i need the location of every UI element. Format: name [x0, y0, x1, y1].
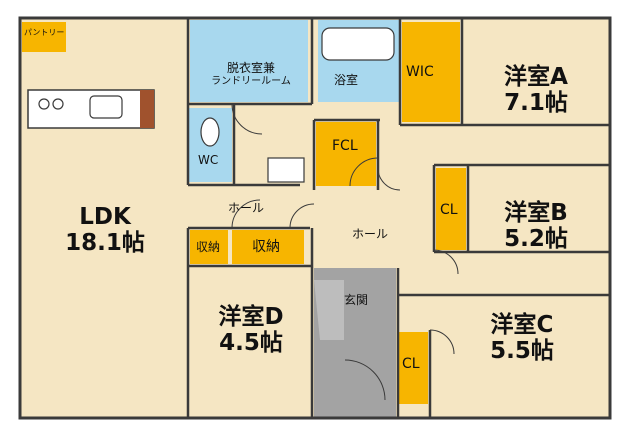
- kitchen-counter: [27, 89, 155, 129]
- room-d-name: 洋室D: [218, 304, 284, 330]
- hall-label-2: ホール: [352, 227, 389, 241]
- room-d-label: 洋室D 4.5帖: [196, 304, 306, 357]
- washbasin: [267, 157, 305, 183]
- door-swings: [231, 103, 459, 401]
- pantry-area: [22, 22, 66, 52]
- room-a-label: 洋室A 7.1帖: [476, 64, 596, 117]
- dressing-laundry-room: [190, 20, 308, 102]
- room-c-name: 洋室C: [490, 312, 554, 338]
- interior-walls: [186, 18, 610, 418]
- wic-area: [402, 22, 460, 122]
- room-c-size: 5.5帖: [490, 338, 554, 365]
- storage-area-2: [232, 230, 304, 264]
- exterior-wall: [18, 16, 612, 420]
- toilet: [200, 117, 220, 147]
- room-b-name: 洋室B: [504, 200, 568, 226]
- wc-label: WC: [198, 153, 219, 167]
- cl-b-label: CL: [440, 202, 458, 218]
- pantry-label: パントリー: [24, 28, 65, 37]
- storage-label-2: 収納: [252, 239, 280, 255]
- room-a-size: 7.1帖: [504, 90, 568, 117]
- fcl-area: [316, 122, 376, 186]
- cl-c-label: CL: [402, 356, 420, 372]
- ldk-name: LDK: [79, 204, 131, 230]
- room-c-label: 洋室C 5.5帖: [462, 312, 582, 365]
- bathtub: [321, 27, 395, 61]
- room-d-size: 4.5帖: [219, 330, 283, 357]
- dressing-label: 脱衣室兼 ランドリールーム: [196, 61, 306, 87]
- fcl-label: FCL: [332, 138, 358, 154]
- bath-label: 浴室: [334, 73, 359, 87]
- ldk-label: LDK 18.1帖: [30, 204, 180, 257]
- cl-c-area: [398, 332, 428, 404]
- kitchen-counter-end: [140, 90, 154, 128]
- hall-label-1: ホール: [228, 201, 265, 215]
- dressing-name: 脱衣室兼: [226, 61, 275, 75]
- room-b-label: 洋室B 5.2帖: [476, 200, 596, 253]
- storage-area-1: [190, 230, 228, 264]
- room-a-name: 洋室A: [504, 64, 568, 90]
- room-b-size: 5.2帖: [504, 226, 568, 253]
- wic-label: WIC: [406, 64, 434, 80]
- cl-b-area: [436, 168, 466, 250]
- laundry-name: ランドリールーム: [211, 75, 291, 87]
- entrance-label: 玄関: [344, 293, 369, 307]
- storage-label-1: 収納: [196, 240, 221, 254]
- ldk-size: 18.1帖: [65, 230, 145, 257]
- entrance-step: [314, 280, 344, 340]
